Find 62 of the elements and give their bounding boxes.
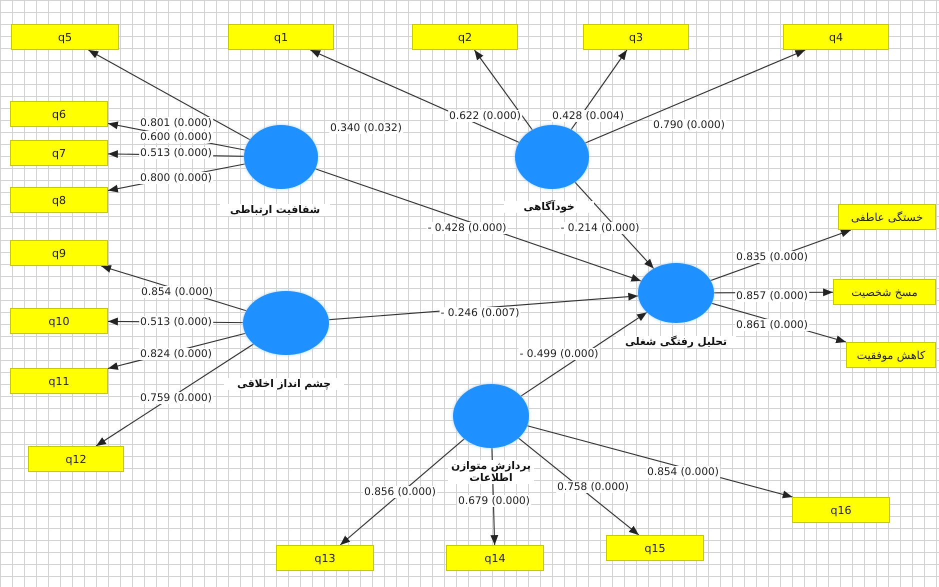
indicator-box: q3 bbox=[583, 24, 689, 50]
edge-label: 0.679 (0.000) bbox=[457, 495, 531, 507]
edge-label: 0.428 (0.004) bbox=[551, 110, 625, 122]
latent-variable-circle bbox=[515, 125, 589, 189]
indicator-box: q10 bbox=[10, 308, 108, 334]
edge-label: - 0.499 (0.000) bbox=[518, 348, 600, 360]
arrow bbox=[574, 182, 654, 270]
edge-label: 0.801 (0.000) bbox=[139, 117, 213, 129]
edge-label: 0.513 (0.000) bbox=[139, 147, 213, 159]
arrow bbox=[315, 168, 642, 282]
edge-label: 0.790 (0.000) bbox=[652, 119, 726, 131]
indicator-box: q5 bbox=[11, 24, 119, 50]
indicator-box: کاهش موفقیت bbox=[846, 342, 936, 368]
indicator-box: q1 bbox=[228, 24, 334, 50]
arrow bbox=[585, 50, 806, 144]
edge-label: 0.758 (0.000) bbox=[556, 481, 630, 493]
indicator-box: q12 bbox=[28, 446, 124, 472]
edge-label: 0.854 (0.000) bbox=[646, 466, 720, 478]
arrow bbox=[88, 50, 250, 140]
latent-variable-circle bbox=[243, 291, 329, 355]
indicator-box: q9 bbox=[10, 240, 108, 266]
arrow bbox=[96, 344, 254, 446]
latent-variable-label: تحلیل رفتگی شغلی bbox=[616, 336, 736, 348]
edge-label: 0.824 (0.000) bbox=[139, 348, 213, 360]
edge-label: 0.340 (0.032) bbox=[329, 122, 403, 134]
latent-variable-label: شفافیت ارتباطی bbox=[220, 204, 330, 216]
latent-variable-label: پردازش متوازن اطلاعات bbox=[448, 460, 534, 484]
edge-label: 0.622 (0.000) bbox=[448, 110, 522, 122]
indicator-box: q15 bbox=[606, 535, 704, 561]
indicator-box: q6 bbox=[10, 101, 108, 127]
arrow bbox=[340, 438, 465, 546]
indicator-box: q16 bbox=[792, 497, 890, 523]
latent-variable-circle bbox=[638, 263, 714, 323]
indicator-box: مسخ شخصیت bbox=[833, 279, 936, 305]
indicator-box: q13 bbox=[276, 545, 374, 571]
edge-label: 0.854 (0.000) bbox=[140, 286, 214, 298]
arrow bbox=[518, 438, 640, 536]
edge-label: 0.513 (0.000) bbox=[139, 316, 213, 328]
latent-variable-label: چشم انداز اخلاقی bbox=[224, 378, 344, 390]
edge-label: - 0.214 (0.000) bbox=[560, 222, 640, 234]
edge-label: 0.800 (0.000) bbox=[139, 172, 213, 184]
indicator-box: q2 bbox=[412, 24, 518, 50]
edge-label: 0.857 (0.000) bbox=[735, 290, 809, 302]
indicator-box: q4 bbox=[783, 24, 889, 50]
indicator-box: خستگی عاطفی bbox=[838, 204, 936, 230]
edge-label: 0.759 (0.000) bbox=[139, 392, 213, 404]
edge-label: - 0.246 (0.007) bbox=[440, 307, 520, 319]
edge-label: - 0.428 (0.000) bbox=[426, 222, 508, 234]
edge-label: 0.856 (0.000) bbox=[363, 486, 437, 498]
latent-variable-circle bbox=[244, 125, 318, 189]
edge-label: 0.600 (0.000) bbox=[139, 131, 213, 143]
indicator-box: q11 bbox=[10, 368, 108, 394]
edge-label: 0.835 (0.000) bbox=[735, 251, 809, 263]
arrow bbox=[474, 50, 533, 130]
latent-variable-circle bbox=[453, 384, 529, 448]
indicator-box: q8 bbox=[10, 187, 108, 213]
arrow bbox=[310, 50, 520, 143]
indicator-box: q14 bbox=[446, 545, 544, 571]
edge-label: 0.861 (0.000) bbox=[735, 319, 809, 331]
arrow bbox=[520, 312, 648, 397]
latent-variable-label: خودآگاهی bbox=[504, 201, 594, 214]
indicator-box: q7 bbox=[10, 140, 108, 166]
